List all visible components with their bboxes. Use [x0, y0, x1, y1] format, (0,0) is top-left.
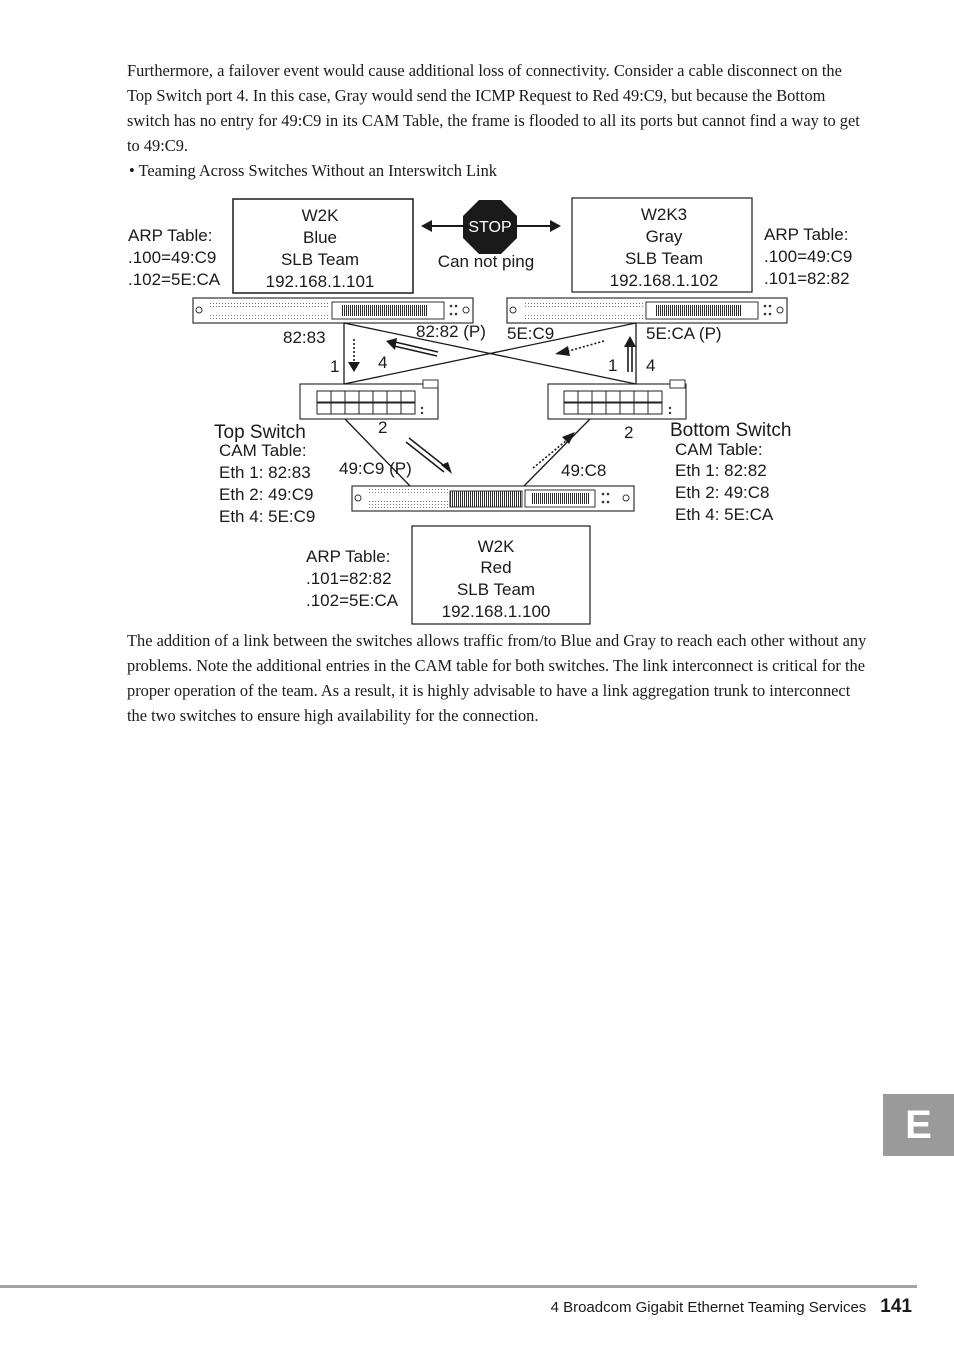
bottom-switch-port-1: 1	[608, 356, 617, 375]
blue-os: W2K	[302, 206, 340, 225]
red-server-chassis	[351, 485, 635, 512]
cannot-ping-label: Can not ping	[438, 252, 534, 271]
gray-ip: 192.168.1.102	[610, 271, 719, 290]
blue-server-chassis	[192, 297, 474, 324]
bottom-switch-port-4: 4	[646, 356, 655, 375]
bullet-item: • Teaming Across Switches Without an Int…	[129, 161, 497, 180]
bottom-switch-port-2: 2	[624, 423, 633, 442]
red-team: SLB Team	[457, 580, 535, 599]
red-server-box: W2K Red SLB Team 192.168.1.100	[411, 525, 591, 625]
blue-ip: 192.168.1.101	[266, 272, 375, 291]
top-switch-port-4: 4	[378, 353, 387, 372]
page-footer: 4 Broadcom Gigabit Ethernet Teaming Serv…	[551, 1296, 912, 1318]
teaming-diagram: STOP Can not ping W2K Blue SLB Team 192.…	[128, 197, 852, 625]
blue-team: SLB Team	[281, 250, 359, 269]
footer-rule	[0, 1285, 917, 1288]
link-bottom-red	[523, 418, 591, 487]
gray-arp-entry: .101=82:82	[764, 269, 850, 288]
red-nic1-mac: 49:C9 (P)	[339, 459, 412, 478]
top-switch-port-2: 2	[378, 418, 387, 437]
page-number: 141	[880, 1296, 912, 1317]
red-arp-entry: .101=82:82	[306, 569, 392, 588]
bottom-switch-cam-table: Bottom Switch CAM Table: Eth 1: 82:82 Et…	[670, 420, 791, 524]
blue-nic2-mac: 82:82 (P)	[416, 322, 486, 341]
gray-server-chassis	[506, 297, 788, 324]
cannot-ping-indicator: STOP Can not ping	[421, 200, 561, 271]
red-arp-title: ARP Table:	[306, 547, 390, 566]
footer-chapter: 4 Broadcom Gigabit Ethernet Teaming Serv…	[550, 1299, 867, 1316]
gray-arp-entry: .100=49:C9	[764, 247, 852, 266]
gray-nic1-mac: 5E:C9	[507, 324, 554, 343]
blue-name: Blue	[303, 228, 337, 247]
link-gray-top-4	[343, 322, 637, 385]
gray-name: Gray	[646, 227, 683, 246]
top-cam-entry: Eth 1: 82:83	[219, 463, 311, 482]
top-cam-title: CAM Table:	[219, 441, 307, 460]
red-os: W2K	[478, 537, 516, 556]
gray-os: W2K3	[641, 205, 687, 224]
gray-server-box: W2K3 Gray SLB Team 192.168.1.102	[571, 197, 753, 293]
gray-arp-title: ARP Table:	[764, 225, 848, 244]
intro-paragraph: Furthermore, a failover event would caus…	[127, 61, 860, 155]
top-switch-port-1: 1	[330, 357, 339, 376]
bottom-cam-entry: Eth 2: 49:C8	[675, 483, 770, 502]
top-switch-title: Top Switch	[214, 422, 306, 443]
bottom-cam-entry: Eth 4: 5E:CA	[675, 505, 774, 524]
red-arp-entry: .102=5E:CA	[306, 591, 399, 610]
closing-paragraph: The addition of a link between the switc…	[127, 631, 867, 725]
red-ip: 192.168.1.100	[442, 602, 551, 621]
gray-arp-table: ARP Table: .100=49:C9 .101=82:82	[764, 225, 852, 288]
top-cam-entry: Eth 2: 49:C9	[219, 485, 314, 504]
top-switch-cam-table: Top Switch CAM Table: Eth 1: 82:83 Eth 2…	[214, 422, 315, 526]
top-switch-device	[299, 379, 439, 420]
blue-arp-table: ARP Table: .100=49:C9 .102=5E:CA	[128, 226, 221, 289]
blue-arp-title: ARP Table:	[128, 226, 212, 245]
top-cam-entry: Eth 4: 5E:C9	[219, 507, 315, 526]
blue-nic1-mac: 82:83	[283, 328, 326, 347]
link-top-red	[344, 418, 411, 487]
stop-sign-label: STOP	[468, 219, 511, 236]
packet-arrows	[348, 336, 636, 474]
network-links	[343, 322, 637, 487]
bottom-cam-entry: Eth 1: 82:82	[675, 461, 767, 480]
section-tab: E	[883, 1094, 954, 1156]
bottom-cam-title: CAM Table:	[675, 440, 763, 459]
red-arp-table: ARP Table: .101=82:82 .102=5E:CA	[306, 547, 399, 610]
red-nic2-mac: 49:C8	[561, 461, 606, 480]
gray-team: SLB Team	[625, 249, 703, 268]
bottom-switch-device	[547, 379, 687, 420]
bottom-switch-title: Bottom Switch	[670, 420, 791, 441]
stop-sign-icon	[463, 200, 517, 254]
blue-server-box: W2K Blue SLB Team 192.168.1.101	[232, 198, 414, 294]
blue-arp-entry: .100=49:C9	[128, 248, 216, 267]
blue-arp-entry: .102=5E:CA	[128, 270, 221, 289]
gray-nic2-mac: 5E:CA (P)	[646, 324, 722, 343]
red-name: Red	[480, 558, 511, 577]
